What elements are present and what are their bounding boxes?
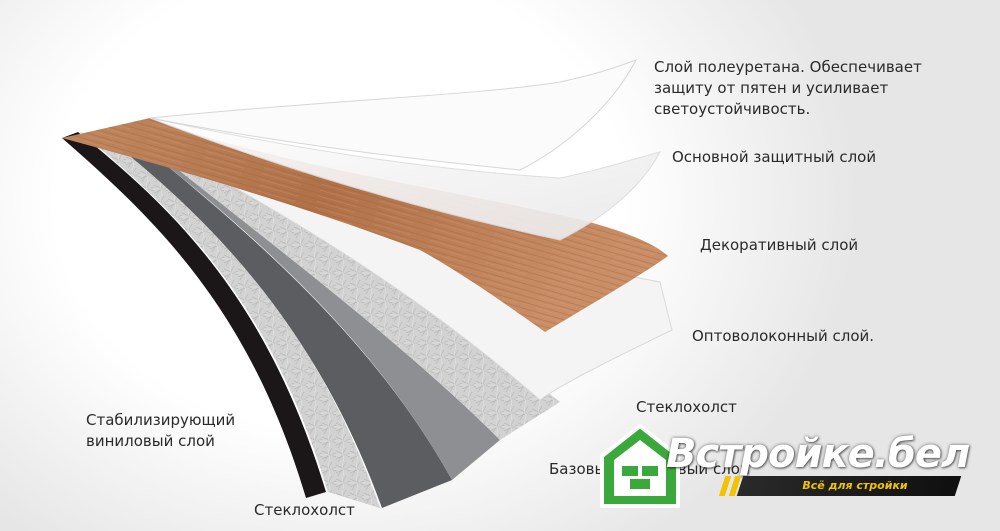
house-logo-icon — [600, 424, 680, 508]
layer-base-vinyl — [110, 140, 452, 508]
label-fiber-layer: Оптоволоконный слой. — [692, 327, 875, 345]
site-logo[interactable]: Встройке.бел Всё для стройки — [590, 414, 980, 524]
layer-base-vinyl-edge — [160, 160, 500, 480]
layer-fiberglass-bottom — [80, 132, 380, 508]
label-polyurethane-layer: Слой полеуретана. Обеспечивает защиту от… — [654, 58, 922, 118]
label-fiberglass-bottom: Стеклохолст — [254, 501, 355, 519]
layer-polyurethane — [149, 59, 638, 171]
label-protective-layer: Основной защитный слой — [672, 148, 877, 166]
label-stabilizing-vinyl-layer: Стабилизирующий виниловый слой — [86, 411, 236, 450]
layer-fiberglass-top — [176, 168, 560, 440]
logo-wordmark: Встройке.бел — [666, 431, 970, 477]
layer-protective — [149, 117, 661, 241]
logo-tagline: Всё для стройки — [802, 479, 908, 492]
label-decorative-layer: Декоративный слой — [700, 236, 859, 254]
label-fiberglass-top: Стеклохолст — [636, 398, 737, 416]
decorative-grain — [62, 118, 668, 332]
layer-stabilizing-vinyl — [62, 132, 326, 498]
